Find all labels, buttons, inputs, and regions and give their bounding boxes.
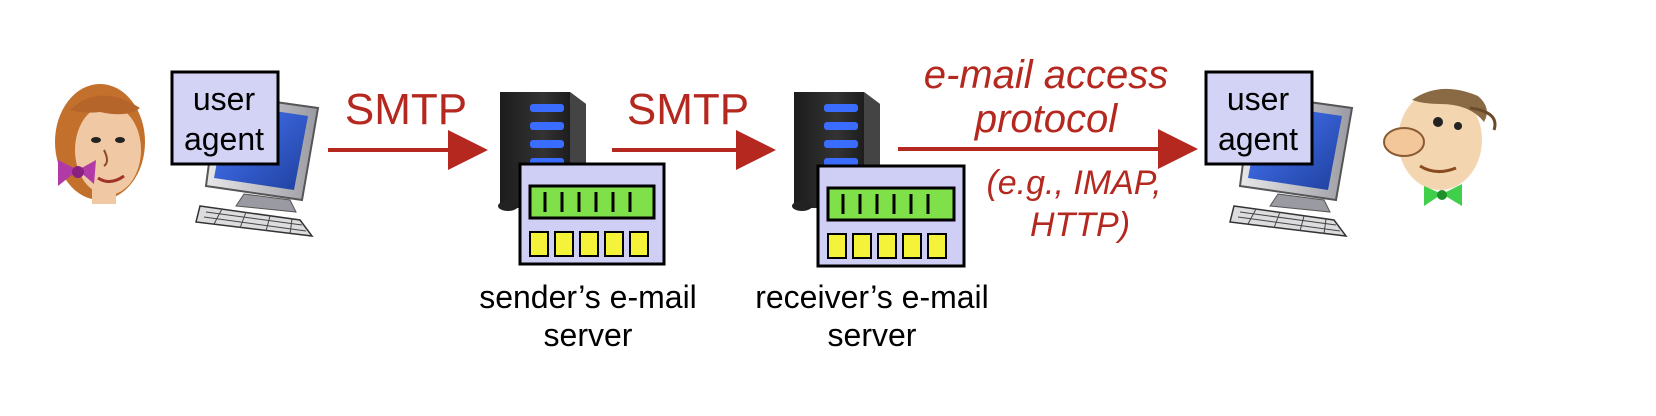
smtp-label-2: SMTP xyxy=(627,85,749,134)
smtp-label-1: SMTP xyxy=(345,85,467,134)
sender-user-agent-label-line2: agent xyxy=(184,121,264,157)
sender-server-label-line1: sender’s e-mail xyxy=(479,279,697,315)
mailbox-icon xyxy=(816,164,966,268)
receiver-server-label-line2: server xyxy=(828,317,917,353)
access-protocol-label-line2: protocol xyxy=(974,97,1118,141)
receiver-user-agent-box xyxy=(1204,70,1314,166)
access-protocol-example-line1: (e.g., IMAP, xyxy=(986,164,1161,202)
receiver-user-agent-label-line1: user xyxy=(1227,81,1290,117)
sender-server-label-line2: server xyxy=(544,317,633,353)
access-protocol-label-line1: e-mail access xyxy=(924,53,1169,97)
sender-user-agent-label-line1: user xyxy=(193,81,256,117)
woman-user-icon xyxy=(55,84,145,204)
access-protocol-example-line2: HTTP) xyxy=(1030,206,1130,244)
mailbox-icon xyxy=(518,162,666,266)
receiver-server-label-line1: receiver’s e-mail xyxy=(755,279,989,315)
receiver-user-agent-label-line2: agent xyxy=(1218,121,1298,157)
sender-user-agent-box xyxy=(170,70,280,166)
man-user-icon xyxy=(1383,88,1497,206)
